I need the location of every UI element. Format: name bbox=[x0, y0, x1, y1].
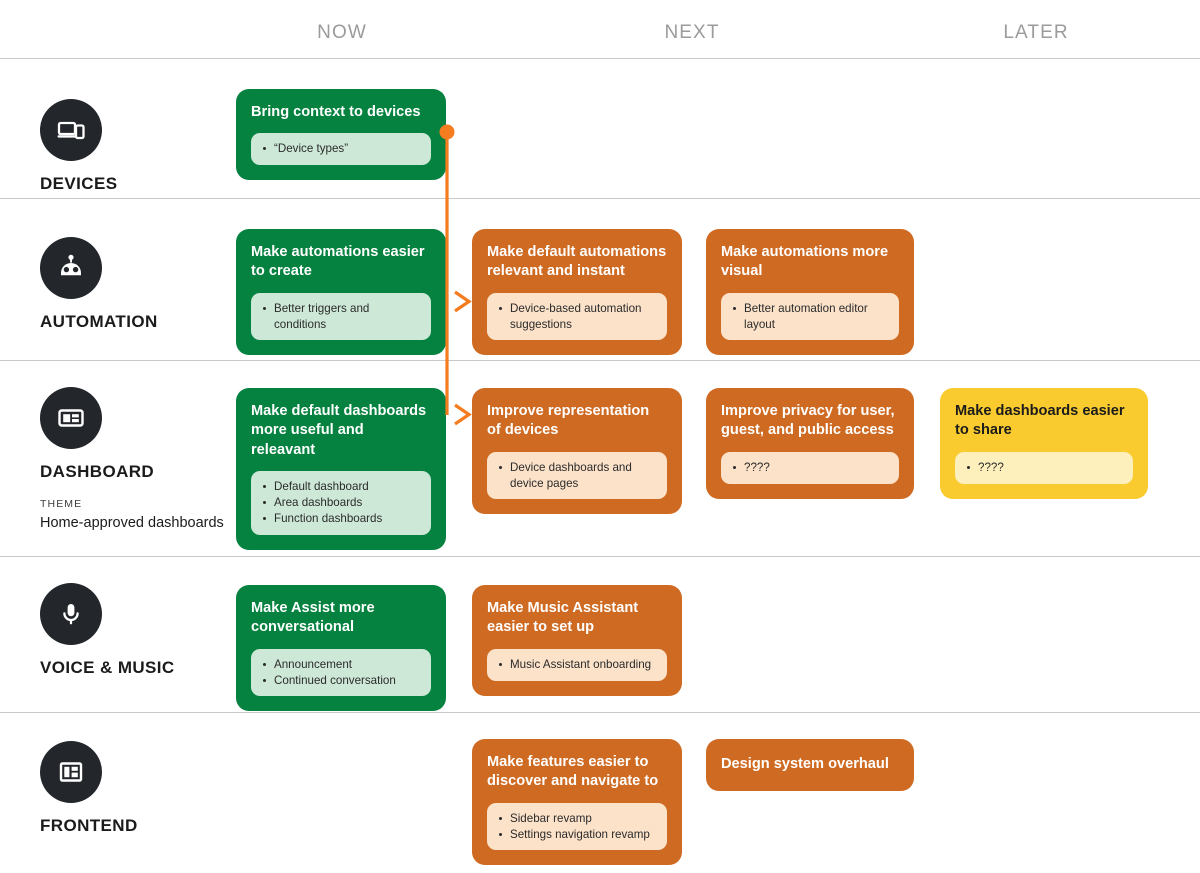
card-title: Design system overhaul bbox=[721, 756, 889, 772]
card-item: Default dashboard bbox=[261, 479, 421, 495]
card-items: “Device types” bbox=[251, 133, 431, 166]
card-items: ???? bbox=[721, 451, 899, 484]
row-label-dashboard: DASHBOARD bbox=[40, 462, 155, 481]
card-automation-next-0[interactable]: Make default automations relevant and in… bbox=[472, 229, 682, 356]
theme-block: THEME Home-approved dashboards bbox=[40, 498, 230, 533]
roadmap-row-dashboard: DASHBOARD THEME Home-approved dashboards… bbox=[0, 360, 1200, 556]
card-item: Music Assistant onboarding bbox=[497, 657, 657, 673]
card-item: Device dashboards and device pages bbox=[497, 460, 657, 492]
card-automation-next-1[interactable]: Make automations more visual Better auto… bbox=[706, 229, 914, 356]
card-title: Make automations easier to create bbox=[251, 244, 425, 280]
column-header-now: NOW bbox=[317, 22, 367, 43]
card-dashboard-next-1[interactable]: Improve privacy for user, guest, and pub… bbox=[706, 388, 914, 499]
theme-kicker: THEME bbox=[40, 498, 83, 510]
card-title: Make dashboards easier to share bbox=[955, 403, 1125, 439]
card-item: ???? bbox=[965, 460, 1123, 476]
card-title: Improve representation of devices bbox=[487, 403, 650, 439]
card-item: Function dashboards bbox=[261, 511, 421, 527]
card-title: Make automations more visual bbox=[721, 244, 889, 280]
dashboard-icon bbox=[40, 387, 102, 449]
card-item: Area dashboards bbox=[261, 495, 421, 511]
devices-icon bbox=[40, 99, 102, 161]
card-voice-music-now-0[interactable]: Make Assist more conversational Announce… bbox=[236, 585, 446, 712]
robot-icon bbox=[40, 237, 102, 299]
card-title: Make features easier to discover and nav… bbox=[487, 754, 659, 790]
row-label-automation: AUTOMATION bbox=[40, 312, 158, 331]
row-label-voice-music: VOICE & MUSIC bbox=[40, 658, 175, 677]
card-item: Better triggers and conditions bbox=[261, 301, 421, 333]
card-items: Announcement Continued conversation bbox=[251, 648, 431, 697]
column-headers: NOW NEXT LATER bbox=[0, 0, 1200, 58]
card-item: Better automation editor layout bbox=[731, 301, 889, 333]
row-label-frontend: FRONTEND bbox=[40, 816, 138, 835]
card-title: Bring context to devices bbox=[251, 104, 421, 120]
row-header-automation: AUTOMATION bbox=[40, 237, 230, 332]
card-items: Device-based automation suggestions bbox=[487, 292, 667, 341]
card-items: Better automation editor layout bbox=[721, 292, 899, 341]
card-item: Sidebar revamp bbox=[497, 811, 657, 827]
roadmap-row-devices: DEVICES Bring context to devices “Device… bbox=[0, 58, 1200, 198]
row-header-voice-music: VOICE & MUSIC bbox=[40, 583, 230, 678]
card-title: Make Assist more conversational bbox=[251, 600, 375, 636]
card-item: ???? bbox=[731, 460, 889, 476]
row-header-frontend: FRONTEND bbox=[40, 741, 230, 836]
card-devices-now-0[interactable]: Bring context to devices “Device types” bbox=[236, 89, 446, 181]
layout-icon bbox=[40, 741, 102, 803]
roadmap-row-automation: AUTOMATION Make automations easier to cr… bbox=[0, 198, 1200, 360]
column-header-later: LATER bbox=[1003, 22, 1069, 43]
card-items: Music Assistant onboarding bbox=[487, 648, 667, 681]
card-title: Make default automations relevant and in… bbox=[487, 244, 667, 280]
card-item: Device-based automation suggestions bbox=[497, 301, 657, 333]
card-items: Sidebar revamp Settings navigation revam… bbox=[487, 802, 667, 851]
card-items: Better triggers and conditions bbox=[251, 292, 431, 341]
card-items: Device dashboards and device pages bbox=[487, 451, 667, 500]
card-dashboard-later-0[interactable]: Make dashboards easier to share ???? bbox=[940, 388, 1148, 499]
card-voice-music-next-0[interactable]: Make Music Assistant easier to set up Mu… bbox=[472, 585, 682, 696]
row-label-devices: DEVICES bbox=[40, 174, 118, 193]
card-frontend-next-1[interactable]: Design system overhaul bbox=[706, 739, 914, 792]
microphone-icon bbox=[40, 583, 102, 645]
card-item: Settings navigation revamp bbox=[497, 827, 657, 843]
card-dashboard-now-0[interactable]: Make default dashboards more useful and … bbox=[236, 388, 446, 550]
column-header-next: NEXT bbox=[664, 22, 720, 43]
card-dashboard-next-0[interactable]: Improve representation of devices Device… bbox=[472, 388, 682, 515]
card-title: Make default dashboards more useful and … bbox=[251, 403, 427, 458]
roadmap-row-voice-music: VOICE & MUSIC Make Assist more conversat… bbox=[0, 556, 1200, 712]
row-header-devices: DEVICES bbox=[40, 99, 230, 194]
card-title: Improve privacy for user, guest, and pub… bbox=[721, 403, 895, 439]
card-item: Announcement bbox=[261, 657, 421, 673]
card-items: ???? bbox=[955, 451, 1133, 484]
card-item: “Device types” bbox=[261, 141, 421, 157]
row-header-dashboard: DASHBOARD THEME Home-approved dashboards bbox=[40, 387, 230, 533]
card-items: Default dashboard Area dashboards Functi… bbox=[251, 471, 431, 535]
card-automation-now-0[interactable]: Make automations easier to create Better… bbox=[236, 229, 446, 356]
roadmap-row-frontend: FRONTEND Make features easier to discove… bbox=[0, 712, 1200, 873]
theme-text: Home-approved dashboards bbox=[40, 515, 224, 531]
card-title: Make Music Assistant easier to set up bbox=[487, 600, 639, 636]
card-frontend-next-0[interactable]: Make features easier to discover and nav… bbox=[472, 739, 682, 866]
card-item: Continued conversation bbox=[261, 673, 421, 689]
